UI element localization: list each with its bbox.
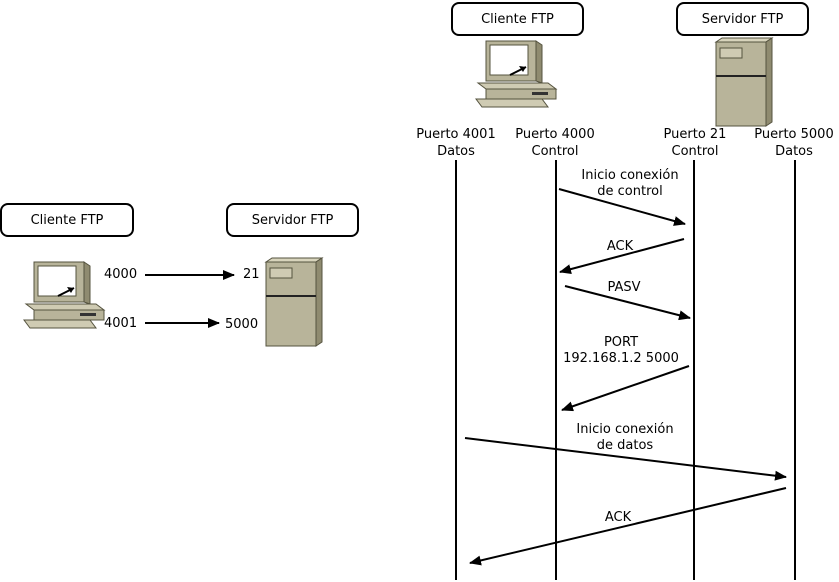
msg-arrow-ack-control	[559, 238, 685, 275]
left-client-label: Cliente FTP	[0, 203, 134, 237]
msg-label-pasv: PASV	[607, 280, 641, 295]
msg-label-inicio-control: Inicio conexión de control	[581, 168, 679, 199]
left-server-label: Servidor FTP	[226, 203, 359, 237]
right-client-label: Cliente FTP	[451, 2, 584, 36]
msg-label-ack-datos: ACK	[604, 510, 632, 525]
msg-arrow-inicio-control	[558, 188, 686, 226]
left-port-4000: 4000	[104, 267, 138, 282]
left-port-4001: 4001	[104, 316, 138, 331]
lane-label-5000-datos: Puerto 5000 Datos	[754, 127, 834, 159]
msg-arrow-pasv	[564, 285, 691, 321]
lane-label-21-control: Puerto 21 Control	[663, 127, 727, 159]
right-server-tower-icon	[715, 37, 773, 127]
left-client-computer-icon	[23, 261, 105, 329]
left-port-21: 21	[243, 267, 260, 282]
left-server-tower-icon	[265, 257, 323, 347]
msg-arrow-ack-datos	[469, 487, 787, 566]
left-port-5000: 5000	[225, 317, 259, 332]
msg-arrow-inicio-datos	[464, 437, 787, 481]
lane-label-4000-control: Puerto 4000 Control	[515, 127, 595, 159]
right-client-computer-icon	[475, 40, 557, 108]
msg-label-port: PORT 192.168.1.2 5000	[563, 335, 679, 366]
msg-label-ack-control: ACK	[606, 239, 634, 254]
right-server-label: Servidor FTP	[676, 2, 809, 36]
msg-arrow-port	[561, 365, 690, 412]
lane-label-4001-datos: Puerto 4001 Datos	[416, 127, 496, 159]
msg-label-inicio-datos: Inicio conexión de datos	[576, 422, 674, 453]
